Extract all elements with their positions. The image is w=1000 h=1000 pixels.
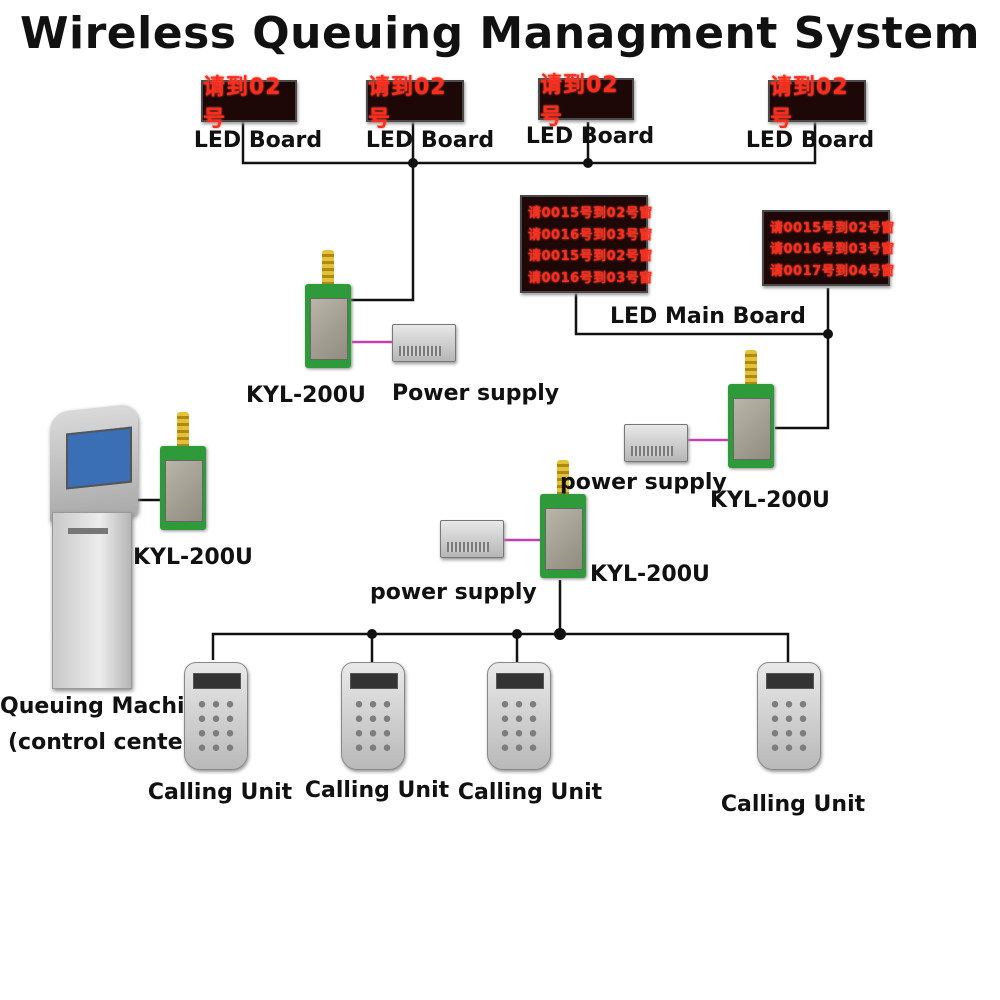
main-board-bus	[574, 288, 830, 430]
power-supply-2	[624, 424, 688, 462]
calling-unit-label: Calling Unit	[147, 780, 293, 805]
led-main-line: 请0015号到02号窗	[770, 221, 895, 237]
calling-unit-4	[757, 662, 821, 770]
queuing-machine-body	[52, 512, 132, 689]
led-main-line: 请0015号到02号窗	[528, 206, 653, 222]
keypad-icon	[195, 697, 237, 755]
calling-unit-label: Calling Unit	[304, 778, 450, 803]
junction-dot	[823, 329, 833, 339]
led-main-line: 请0015号到02号窗	[528, 249, 653, 265]
junction-dot	[408, 158, 418, 168]
antenna-icon	[177, 412, 189, 452]
antenna-icon	[322, 250, 334, 290]
led-main-line: 请0017号到04号窗	[770, 263, 895, 279]
led-main-line: 请0016号到03号窗	[528, 270, 653, 286]
module-label: KYL-200U	[246, 383, 366, 408]
calling-unit-1	[184, 662, 248, 770]
calling-unit-2	[341, 662, 405, 770]
junction-dot	[554, 628, 566, 640]
led-board-label: LED Board	[745, 128, 875, 153]
power-supply-label: power supply	[560, 470, 727, 495]
led-board-display: 请到02号	[540, 73, 619, 130]
module-label: KYL-200U	[710, 488, 830, 513]
led-board-display: 请到02号	[770, 75, 849, 132]
led-board-4: 请到02号	[768, 75, 866, 132]
led-main-line: 请0016号到03号窗	[528, 227, 653, 243]
keypad-icon	[352, 697, 394, 755]
led-main-board-left: 请0015号到02号窗 请0016号到03号窗 请0015号到02号窗 请001…	[520, 195, 653, 293]
junction-dot	[512, 629, 522, 639]
led-board-2: 请到02号	[366, 75, 464, 132]
keypad-icon	[498, 697, 540, 755]
antenna-icon	[557, 460, 569, 500]
led-main-board-label: LED Main Board	[610, 304, 806, 329]
led-main-board-right: 请0015号到02号窗 请0016号到03号窗 请0017号到04号窗	[762, 210, 895, 286]
keypad-icon	[768, 697, 810, 755]
power-supply-1	[392, 324, 456, 362]
led-main-line: 请0016号到03号窗	[770, 242, 895, 258]
led-board-3: 请到02号	[538, 73, 634, 130]
calling-unit-3	[487, 662, 551, 770]
queuing-machine-label: Queuing Machine	[0, 694, 216, 719]
led-board-bus	[241, 122, 817, 165]
queuing-machine-sublabel: (control center)	[8, 730, 204, 755]
led-board-1: 请到02号	[201, 75, 297, 132]
calling-unit-label: Calling Unit	[457, 780, 603, 805]
power-supply-label: Power supply	[392, 381, 560, 406]
power-supply-3	[440, 520, 504, 558]
led-board-display: 请到02号	[368, 75, 447, 132]
junction-dot	[583, 158, 593, 168]
led-board-label: LED Board	[193, 128, 323, 153]
led-board-label: LED Board	[525, 124, 655, 149]
junction-dot	[367, 629, 377, 639]
calling-unit-label: Calling Unit	[720, 792, 866, 817]
calling-unit-bus	[211, 580, 790, 662]
led-board-display: 请到02号	[203, 75, 282, 132]
touch-screen-icon	[66, 426, 132, 490]
page-title: Wireless Queuing Managment System	[19, 8, 981, 59]
led-bus-drop	[350, 163, 415, 302]
ticket-slot	[68, 528, 108, 534]
led-board-label: LED Board	[365, 128, 495, 153]
antenna-icon	[745, 350, 757, 390]
module-label: KYL-200U	[133, 545, 253, 570]
power-supply-label: power supply	[370, 580, 537, 605]
module-label: KYL-200U	[590, 562, 710, 587]
